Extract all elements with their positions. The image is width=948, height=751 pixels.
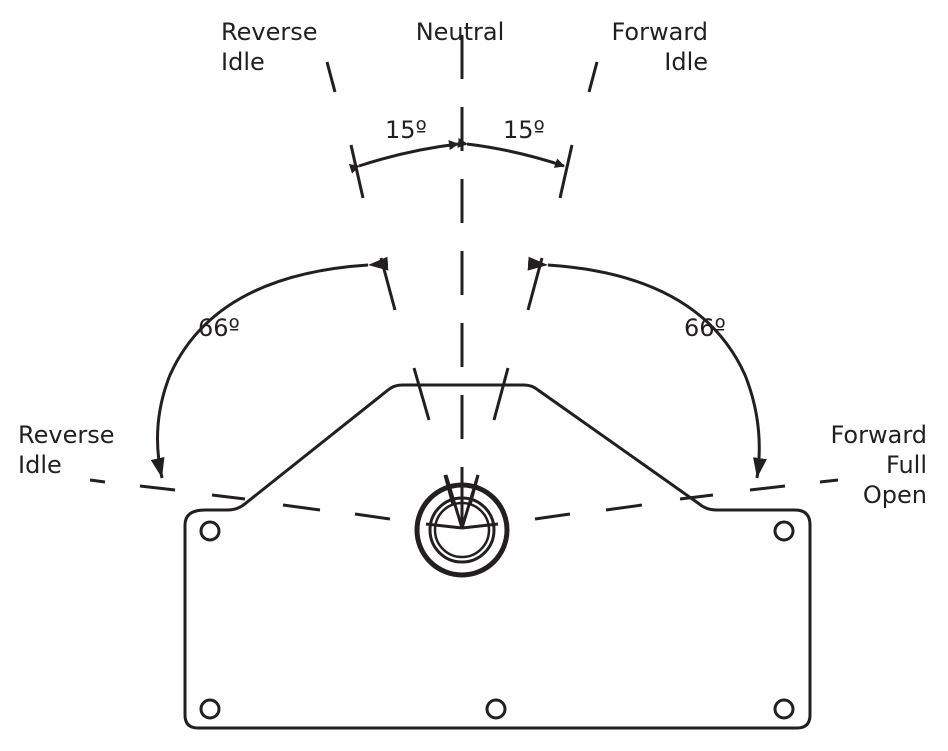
- arrow-15-right: [457, 137, 565, 168]
- reverse-full-line: [89, 478, 391, 521]
- label-neutral: Neutral: [416, 18, 505, 46]
- forward-full-line: [534, 478, 839, 521]
- mounting-plate: [183, 383, 812, 730]
- angle-left-66: 66º: [198, 314, 240, 342]
- angle-left-15: 15º: [385, 116, 427, 144]
- lever-hub: [414, 474, 510, 578]
- arrow-66-right: [527, 256, 767, 479]
- angle-right-15: 15º: [503, 116, 545, 144]
- arrow-15-left: [348, 140, 459, 174]
- mounting-holes: [199, 520, 795, 720]
- arrow-66-left: [150, 256, 389, 479]
